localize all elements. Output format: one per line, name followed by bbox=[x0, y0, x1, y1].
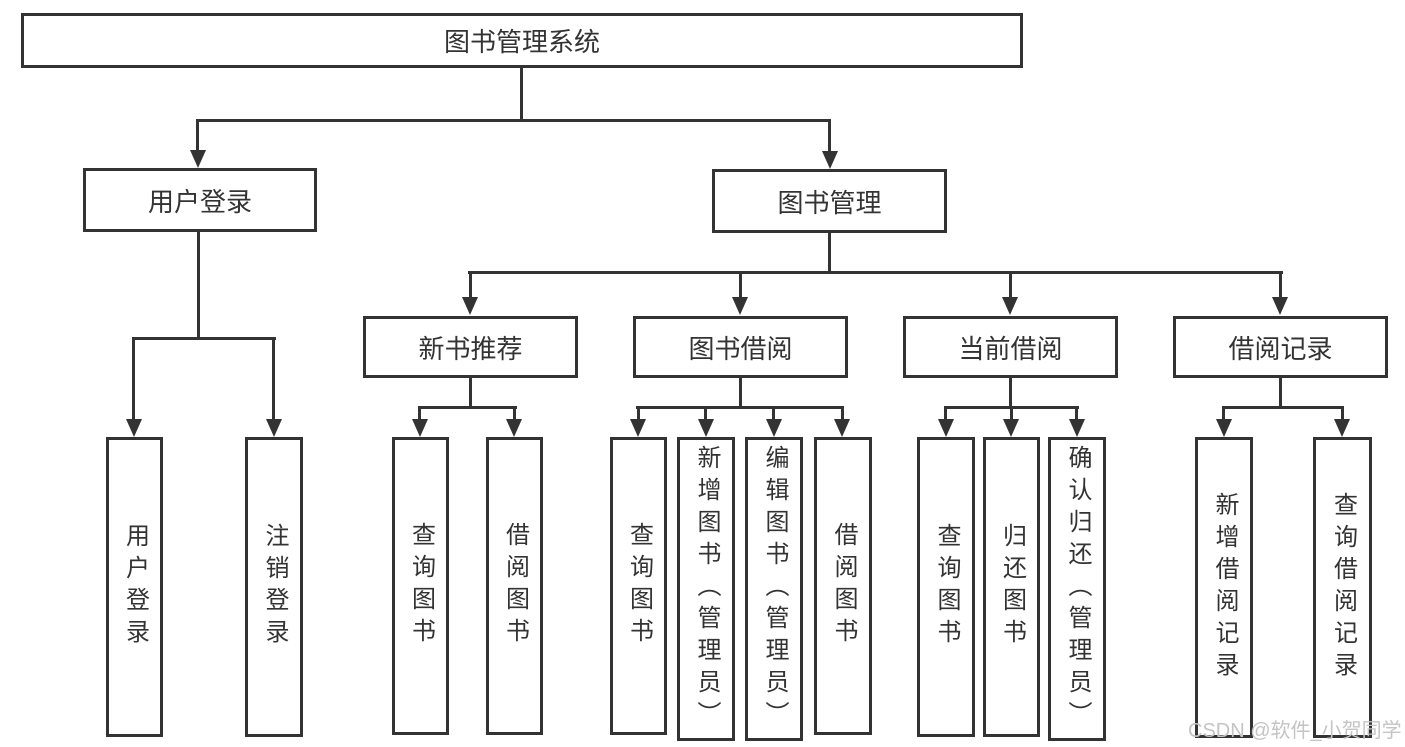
arrow-down-icon bbox=[822, 151, 838, 169]
connector-line bbox=[418, 406, 421, 421]
connector-line bbox=[418, 406, 517, 409]
connector-line bbox=[468, 271, 1283, 274]
leaf-add-borrow-record: 新增借阅记录 bbox=[1195, 437, 1253, 738]
connector-line bbox=[469, 271, 472, 299]
arrow-down-icon bbox=[630, 419, 646, 437]
connector-line bbox=[272, 337, 275, 421]
arrow-down-icon bbox=[766, 419, 782, 437]
node-borrow-records-label: 借阅记录 bbox=[1228, 333, 1333, 364]
arrow-down-icon bbox=[462, 297, 478, 315]
leaf-edit-books-admin: 编辑图书（管理员） bbox=[745, 437, 803, 741]
leaf-confirm-return-admin: 确认归还（管理员） bbox=[1048, 437, 1106, 741]
connector-line bbox=[841, 406, 844, 421]
connector-line bbox=[1010, 406, 1013, 421]
node-new-book-recommend: 新书推荐 bbox=[363, 316, 578, 378]
arrow-down-icon bbox=[1069, 419, 1085, 437]
arrow-down-icon bbox=[732, 297, 748, 315]
leaf-borrow-books-recommend: 借阅图书 bbox=[486, 437, 543, 735]
connector-line bbox=[1279, 378, 1282, 408]
connector-line bbox=[196, 119, 199, 152]
connector-line bbox=[704, 406, 707, 421]
connector-line bbox=[1279, 271, 1282, 299]
arrow-down-icon bbox=[834, 419, 850, 437]
leaf-logout-login: 注销登录 bbox=[245, 437, 303, 737]
leaf-query-books-current-label: 查询图书 bbox=[933, 523, 960, 651]
leaf-confirm-return-admin-label: 确认归还（管理员） bbox=[1064, 445, 1091, 733]
connector-line bbox=[1009, 378, 1012, 408]
node-root-label: 图书管理系统 bbox=[443, 27, 600, 57]
arrow-down-icon bbox=[698, 419, 714, 437]
node-current-borrow: 当前借阅 bbox=[903, 316, 1118, 378]
connector-line bbox=[1009, 271, 1012, 299]
connector-line bbox=[513, 406, 516, 421]
leaf-borrow-books-borrow-label: 借阅图书 bbox=[830, 522, 857, 650]
node-book-borrow-label: 图书借阅 bbox=[688, 333, 793, 364]
arrow-down-icon bbox=[938, 419, 954, 437]
leaf-return-books: 归还图书 bbox=[983, 437, 1040, 737]
leaf-borrow-books-recommend-label: 借阅图书 bbox=[501, 522, 529, 650]
leaf-query-books-current: 查询图书 bbox=[917, 437, 975, 737]
connector-line bbox=[772, 406, 775, 421]
arrow-down-icon bbox=[1003, 419, 1019, 437]
arrow-down-icon bbox=[190, 150, 206, 168]
connector-line bbox=[739, 378, 742, 408]
leaf-borrow-books-borrow: 借阅图书 bbox=[814, 437, 872, 735]
leaf-add-borrow-record-label: 新增借阅记录 bbox=[1211, 491, 1238, 684]
node-current-borrow-label: 当前借阅 bbox=[958, 333, 1063, 364]
connector-line bbox=[944, 406, 947, 421]
connector-line bbox=[1075, 406, 1078, 421]
node-user-login-label: 用户登录 bbox=[147, 186, 252, 217]
connector-line bbox=[739, 271, 742, 299]
arrow-down-icon bbox=[1002, 297, 1018, 315]
connector-line bbox=[132, 337, 276, 340]
connector-line bbox=[520, 68, 523, 120]
connector-line bbox=[828, 233, 831, 273]
leaf-query-books-recommend-label: 查询图书 bbox=[407, 522, 435, 650]
connector-line bbox=[1341, 406, 1344, 421]
connector-line bbox=[1222, 406, 1225, 421]
leaf-query-borrow-record: 查询借阅记录 bbox=[1313, 437, 1372, 738]
arrow-down-icon bbox=[1334, 419, 1350, 437]
arrow-down-icon bbox=[506, 419, 522, 437]
arrow-down-icon bbox=[1216, 419, 1232, 437]
leaf-query-borrow-record-label: 查询借阅记录 bbox=[1329, 491, 1357, 684]
arrow-down-icon bbox=[1272, 297, 1288, 315]
arrow-down-icon bbox=[126, 419, 142, 437]
connector-line bbox=[132, 337, 135, 421]
connector-line bbox=[469, 378, 472, 408]
leaf-user-login-label: 用户登录 bbox=[121, 523, 149, 651]
arrow-down-icon bbox=[412, 419, 428, 437]
node-book-management-label: 图书管理 bbox=[777, 187, 882, 218]
leaf-add-books-admin: 新增图书（管理员） bbox=[677, 437, 735, 741]
node-borrow-records: 借阅记录 bbox=[1173, 316, 1388, 378]
arrow-down-icon bbox=[266, 419, 282, 437]
csdn-watermark: CSDN @软件_小贺同学 bbox=[1188, 720, 1402, 742]
leaf-add-books-admin-label: 新增图书（管理员） bbox=[693, 445, 720, 733]
node-new-book-recommend-label: 新书推荐 bbox=[418, 333, 523, 364]
connector-line bbox=[196, 119, 831, 122]
connector-line bbox=[1222, 406, 1344, 409]
node-user-login: 用户登录 bbox=[83, 168, 317, 232]
leaf-query-books-borrow: 查询图书 bbox=[610, 437, 667, 735]
node-book-management: 图书管理 bbox=[712, 169, 947, 233]
leaf-edit-books-admin-label: 编辑图书（管理员） bbox=[761, 445, 788, 733]
leaf-query-books-recommend: 查询图书 bbox=[392, 437, 449, 735]
connector-line bbox=[636, 406, 844, 409]
connector-line bbox=[828, 119, 831, 153]
node-book-borrow: 图书借阅 bbox=[633, 316, 848, 378]
leaf-return-books-label: 归还图书 bbox=[998, 523, 1026, 651]
leaf-query-books-borrow-label: 查询图书 bbox=[625, 522, 653, 650]
connector-line bbox=[197, 232, 200, 339]
leaf-logout-login-label: 注销登录 bbox=[261, 523, 288, 651]
leaf-user-login: 用户登录 bbox=[106, 437, 163, 737]
connector-line bbox=[637, 406, 640, 421]
node-root: 图书管理系统 bbox=[21, 13, 1023, 68]
